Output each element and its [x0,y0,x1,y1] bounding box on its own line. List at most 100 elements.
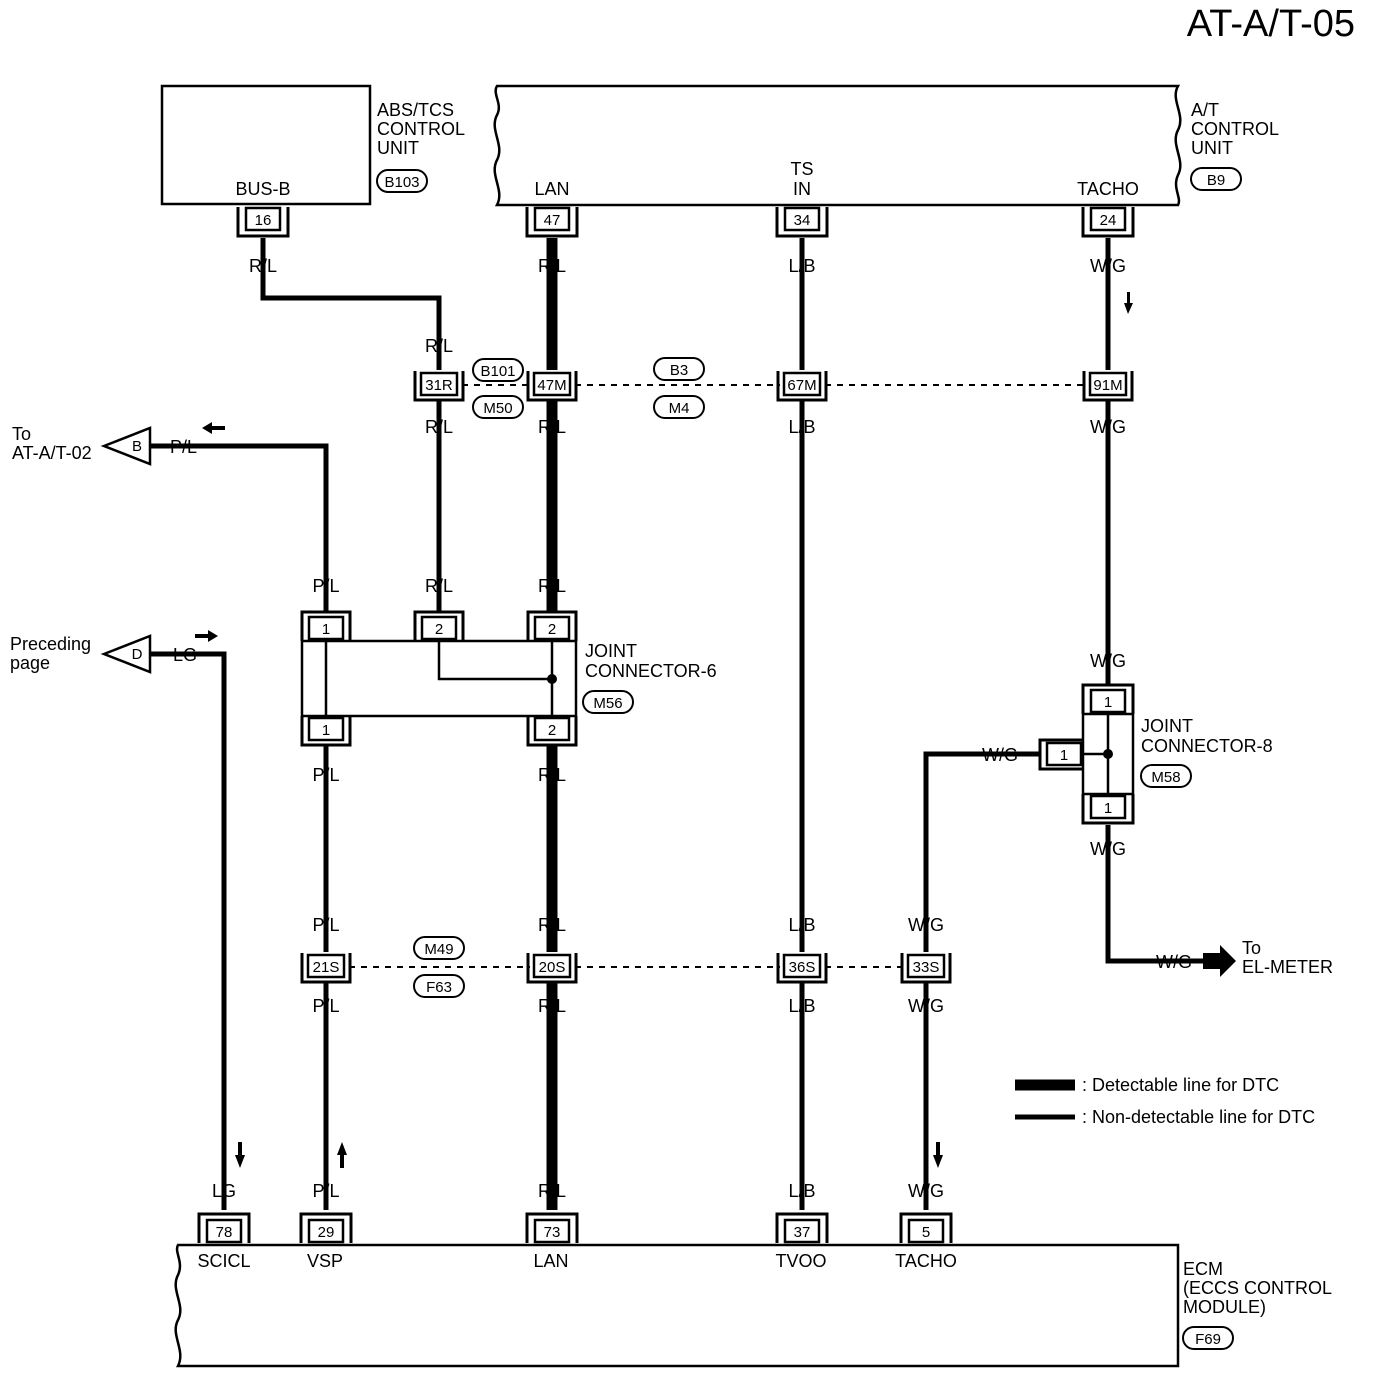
wire-label: W/G [1090,256,1126,276]
jc8-side-pin [1045,741,1083,767]
connector-31r [419,371,459,397]
jc8-name-2: CONNECTOR-8 [1141,736,1273,756]
connector-housing [300,716,352,747]
jc6-bottom-pin-1 [307,716,345,742]
ref-triangle-icon [100,634,152,674]
connector-code-m49: M49 [424,941,453,958]
connector-36s [782,953,822,979]
wire-label: P/L [312,915,339,935]
wire-label: R/L [249,256,277,276]
connector-code-badge [653,395,705,419]
terminal-atcu-tsin-pin: 34 [794,212,811,229]
ref-to-el-meter[interactable]: To EL-METER [1203,938,1333,977]
terminal-ecm-vsp-pin: 29 [318,1224,335,1241]
arrow-down-icon [1124,292,1133,314]
connector-code-badge [413,974,465,998]
connector-housing [1082,371,1134,402]
wire-label: W/G [908,915,944,935]
jc8-bottom-pin [1089,794,1127,820]
connector-housing [526,371,578,402]
connector-housing [525,207,579,238]
terminal-ecm-tacho [907,1218,945,1244]
ecm-name-3: MODULE) [1183,1297,1266,1317]
ref-to-label: To [1242,938,1261,958]
jc6-top-pin-2 [420,615,458,641]
atcu-terminal-lan-label: LAN [534,179,569,199]
connector-housing [526,716,578,747]
connector-code-m4: M4 [669,400,690,417]
connector-housing [775,1212,829,1243]
jc6-top-pin-1-label: 1 [322,621,330,638]
connector-housing [236,207,290,238]
connector-code-badge [413,936,465,960]
joint-connector-6: 1 2 2 1 2 JOINT CONNECTOR-6 M56 [300,610,717,747]
upper-inline-connectors: 31R 47M 67M 91M B101 M50 B3 M4 [413,357,1134,419]
ecm-code-badge [1182,1326,1234,1350]
connector-33s [906,953,946,979]
jc8-name-1: JOINT [1141,716,1193,736]
connector-36s-pin: 36S [789,959,816,976]
legend-non-detectable-label: : Non-detectable line for DTC [1082,1107,1315,1127]
arrow-down-icon [235,1142,245,1168]
ref-preceding-label-2: page [10,653,50,673]
terminal-atcu-tacho [1089,206,1127,232]
jc6-bottom-pin-1-label: 1 [322,722,330,739]
wire-label: P/L [312,765,339,785]
connector-housing [900,953,952,984]
wire-label: W/G [982,745,1018,765]
arrow-down-icon [933,1142,943,1168]
atcu-box [493,84,1182,207]
abs-tcs-terminal-label: BUS-B [235,179,290,199]
connector-code-b101: B101 [480,363,515,380]
ecm-terminal-vsp-label: VSP [307,1251,343,1271]
terminal-atcu-lan [533,206,571,232]
ecm-box [174,1243,1180,1368]
connector-housing [1081,794,1135,825]
ecm-terminal-tvoo-label: TVOO [775,1251,826,1271]
connector-housing [775,207,829,238]
jc6-top-pin-3-label: 2 [548,621,556,638]
wire-label: P/L [312,576,339,596]
jc8-top-pin [1089,688,1127,714]
arrow-up-icon [337,1142,347,1168]
wire-label: L/B [788,996,815,1016]
connector-housing [197,1212,251,1243]
wire-label: R/L [538,765,566,785]
wire-labels: R/L R/L L/B W/G R/L R/L R/L L/B W/G P/L … [170,256,1192,1201]
ecm-name-1: ECM [1183,1259,1223,1279]
terminal-ecm-lan [533,1218,571,1244]
abs-tcs-box [160,84,372,206]
connector-91m [1088,371,1128,397]
jc6-junction-dot [547,674,557,684]
abs-tcs-code-badge [376,169,428,193]
wire-label: L/B [788,417,815,437]
connector-housing [1038,738,1083,771]
jc6-bottom-pin-2-label: 2 [548,722,556,739]
wire-label: W/G [1090,417,1126,437]
connector-91m-pin: 91M [1093,377,1122,394]
jc6-top-pin-2-label: 2 [435,621,443,638]
abs-tcs-code: B103 [384,174,419,191]
jc6-top-pin-3 [533,615,571,641]
wire-label: R/L [538,915,566,935]
lower-inline-connectors: 21S 20S 36S 33S M49 F63 [300,936,952,998]
connector-housing [526,610,578,641]
atcu-name-1: A/T [1191,100,1219,120]
connector-housing [300,953,352,984]
terminal-ecm-vsp [307,1218,345,1244]
jc6-name-2: CONNECTOR-6 [585,661,717,681]
jc6-bottom-pin-2 [533,716,571,742]
connector-housing [413,371,465,402]
ref-to-at-a-t-02[interactable]: To AT-A/T-02 B [12,424,152,466]
ref-preceding-page[interactable]: Preceding page D [10,634,152,674]
terminal-ecm-tacho-pin: 5 [922,1224,930,1241]
wire-label: W/G [1090,839,1126,859]
terminal-ecm-scicl [205,1218,243,1244]
ref-letter: B [132,438,142,455]
connector-housing [899,1212,953,1243]
jc8-junction-dot [1103,749,1113,759]
wire-label: P/L [170,437,197,457]
connector-housing [299,1212,353,1243]
wire-lg [150,651,227,1210]
